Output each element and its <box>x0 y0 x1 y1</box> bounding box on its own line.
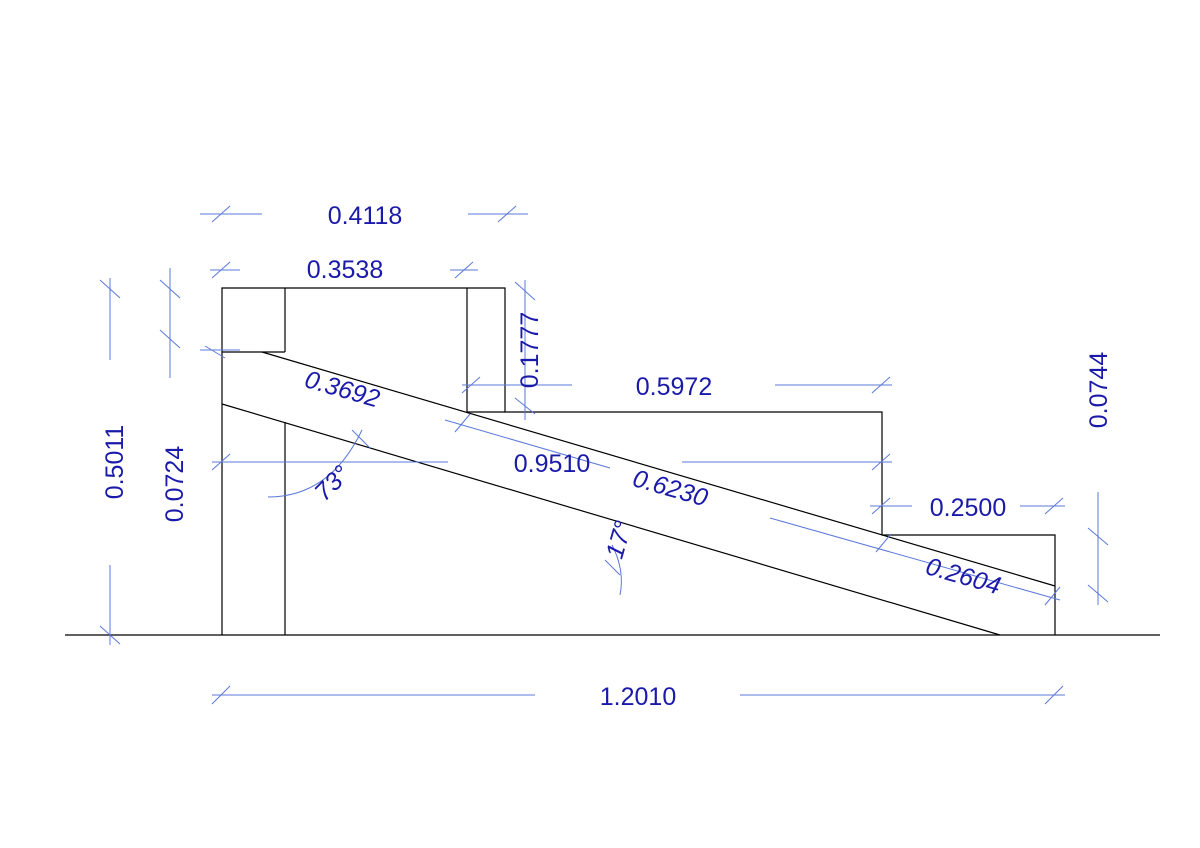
label-step-upper: 0.5972 <box>636 373 712 401</box>
label-overall-height: 0.5011 <box>101 425 129 500</box>
label-riser-lower: 0.0744 <box>1085 352 1113 429</box>
label-slope-upper: 0.3692 <box>302 365 383 413</box>
dimension-lines <box>99 205 1109 705</box>
stringer-board <box>221 351 1056 636</box>
left-post <box>221 287 1056 635</box>
label-inner-width: 0.3538 <box>307 256 383 284</box>
label-slope-middle: 0.6230 <box>630 464 711 512</box>
label-angle-top: 73° <box>309 460 356 507</box>
label-riser-upper: 0.1777 <box>516 312 544 388</box>
label-left-height: 0.0724 <box>161 446 189 523</box>
label-top-width: 0.4118 <box>328 202 403 230</box>
label-overall-width: 1.2010 <box>600 683 676 711</box>
label-inner-run: 0.9510 <box>514 450 590 478</box>
label-angle-bottom: 17° <box>601 518 638 562</box>
label-step-lower: 0.2500 <box>930 494 1006 522</box>
